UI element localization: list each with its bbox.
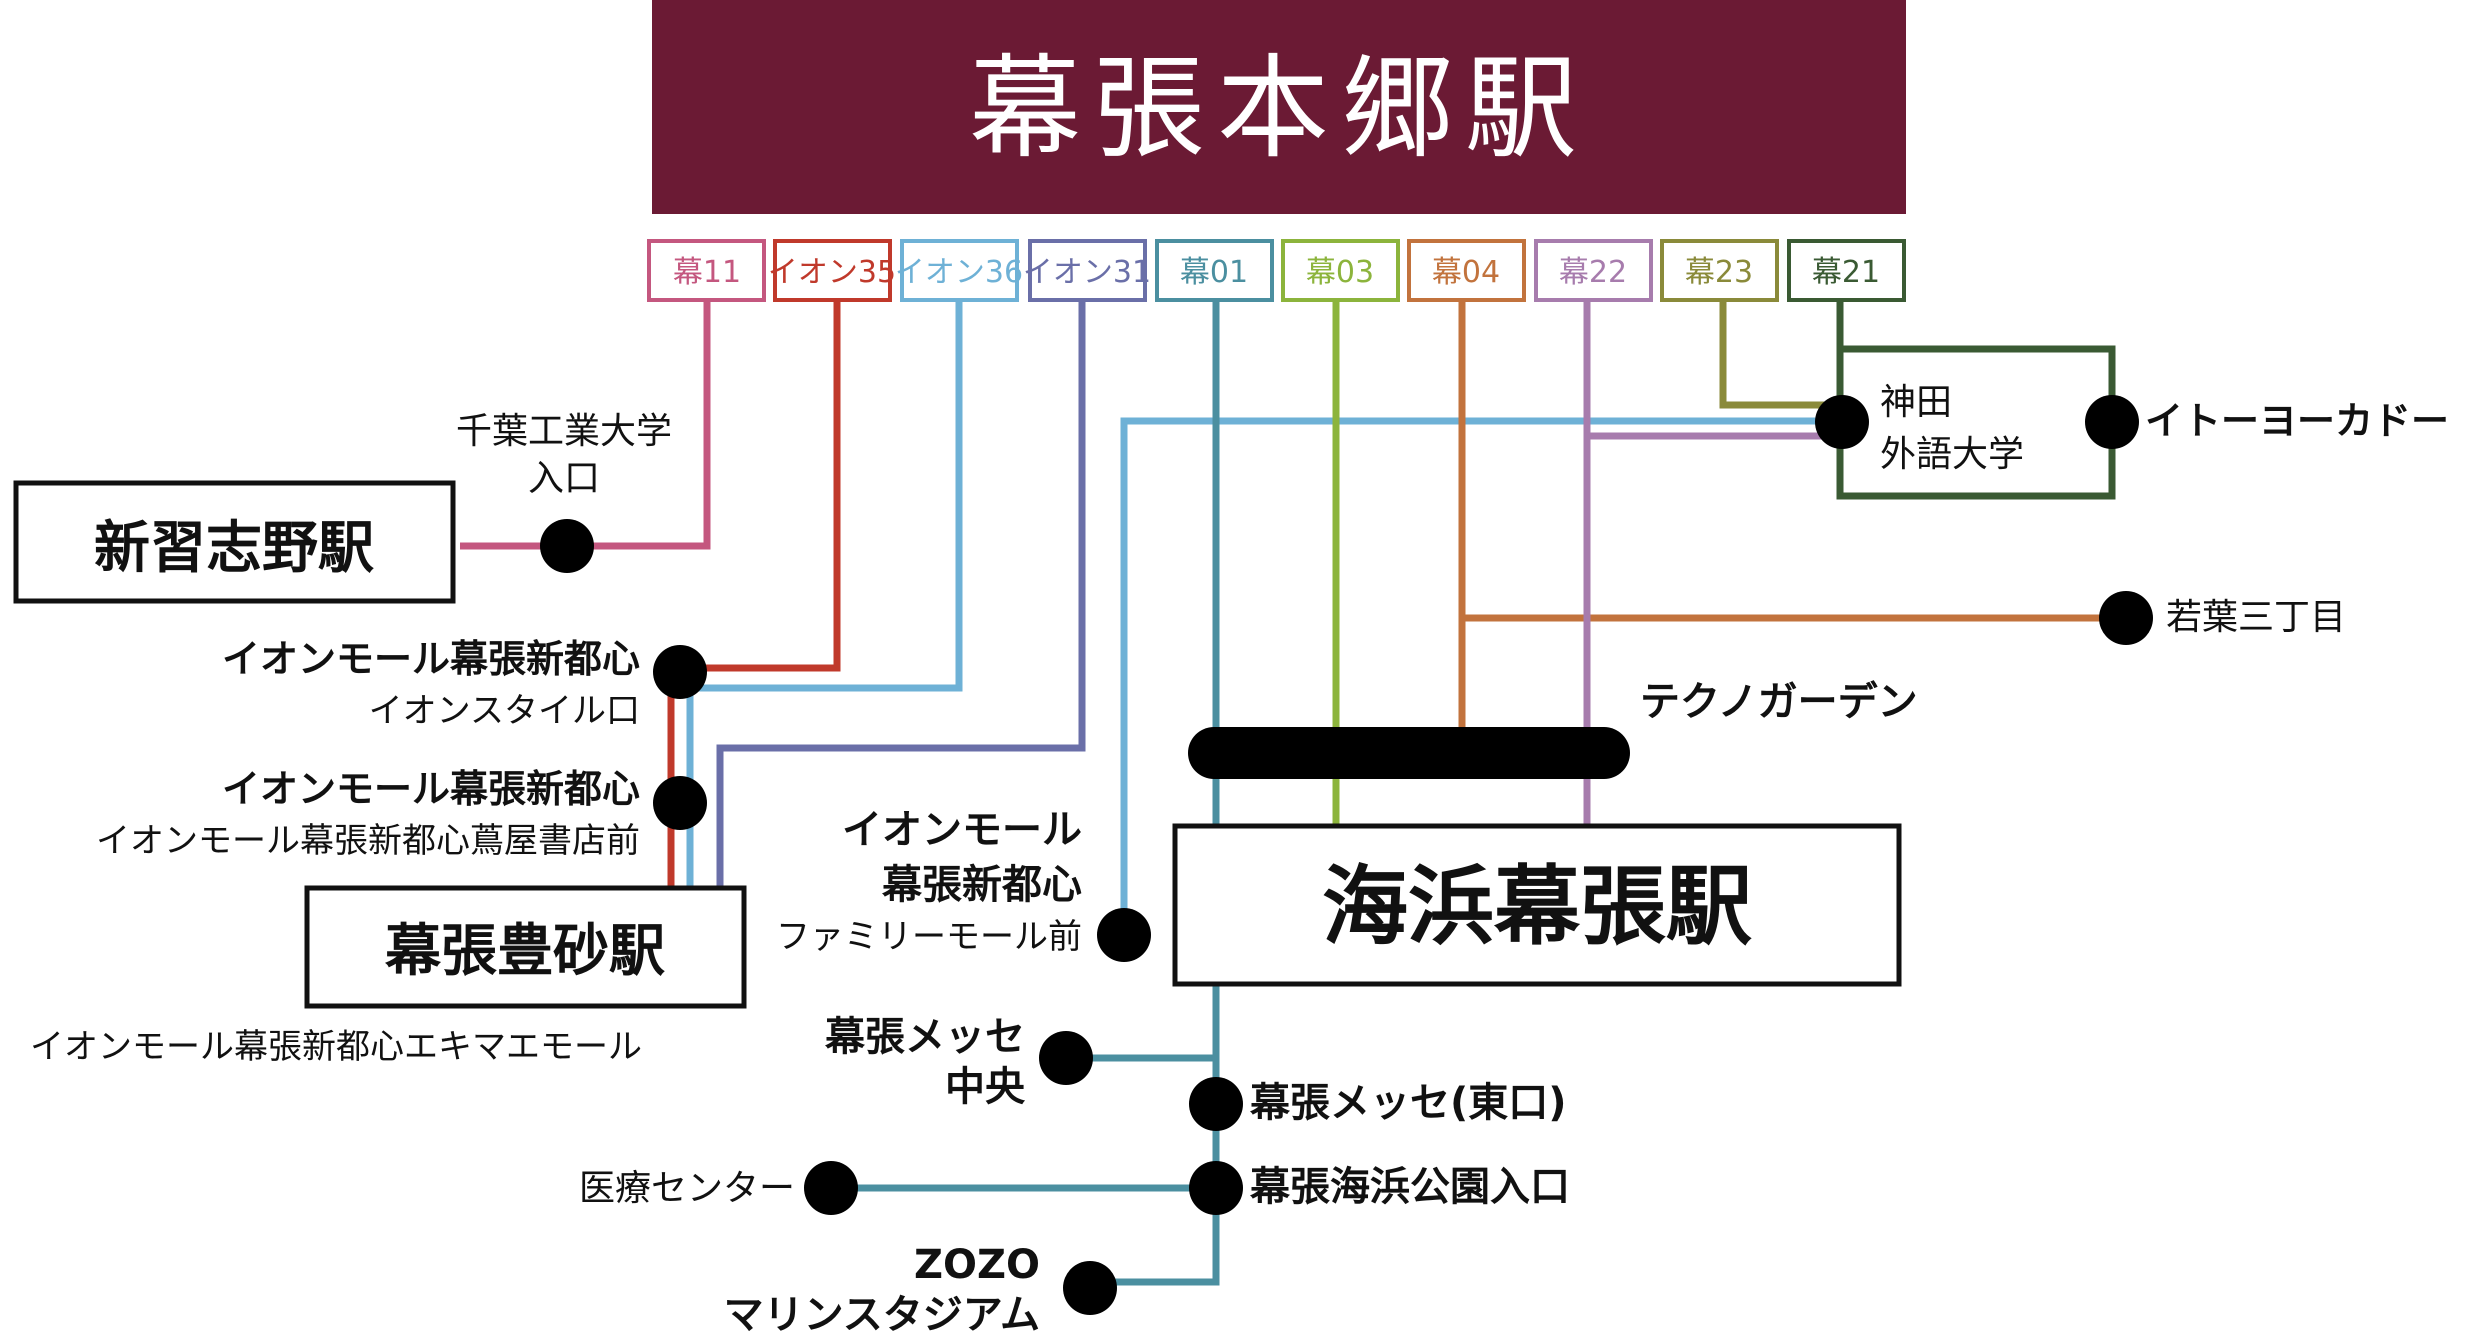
stop-label-zozo-1: ZOZO: [914, 1242, 1040, 1288]
stop-label-messe-chuo-2: 中央: [945, 1064, 1026, 1110]
stop-dot-kaihin-koen: [1189, 1161, 1243, 1215]
station-kaihin-makuhari: 海浜幕張駅: [1172, 823, 1902, 987]
route-label-r6: 幕03: [1281, 239, 1400, 302]
stop-label-kanda-2: 外語大学: [1880, 434, 2024, 475]
stop-dot-family-mall: [1097, 908, 1151, 962]
route-label-r8: 幕22: [1534, 239, 1653, 302]
route-label-r2: イオン35: [768, 239, 896, 302]
stop-dot-kanda: [1815, 395, 1869, 449]
stop-label-chiba-kodai-1: 千葉工業大学: [456, 411, 672, 452]
page-title: 幕張本郷駅: [969, 44, 1589, 174]
route-label-r4: イオン31: [1023, 239, 1151, 302]
svg-text:海浜幕張駅: 海浜幕張駅: [1322, 857, 1752, 957]
techno-garden-stop: [1188, 727, 1630, 779]
stop-label-kaihin-koen: 幕張海浜公園入口: [1249, 1164, 1570, 1210]
stop-label-messe-east: 幕張メッセ(東口): [1249, 1080, 1567, 1126]
stop-label-family-1: イオンモール: [842, 807, 1082, 853]
stop-dot-iryo: [804, 1161, 858, 1215]
stop-label-messe-chuo-1: 幕張メッセ: [824, 1014, 1025, 1060]
route-label-r1: 幕11: [647, 239, 766, 302]
stop-dot-aeon-tsutaya: [653, 776, 707, 830]
stop-label-ito-yokado: イトーヨーカドー: [2145, 399, 2449, 443]
route-label-r9: 幕23: [1660, 239, 1779, 302]
stop-label-family-3: ファミリーモール前: [776, 917, 1082, 957]
route-label-r5: 幕01: [1155, 239, 1274, 302]
svg-text:幕01: 幕01: [1180, 255, 1248, 290]
route-label-r7: 幕04: [1407, 239, 1526, 302]
route-label-r3: イオン36: [895, 239, 1023, 302]
header-banner: [652, 0, 1906, 214]
stop-label-wakaba: 若葉三丁目: [2166, 597, 2346, 638]
svg-text:幕03: 幕03: [1306, 255, 1374, 290]
svg-text:イオン31: イオン31: [1023, 255, 1151, 290]
svg-text:幕22: 幕22: [1559, 255, 1627, 290]
stop-label-techno: テクノガーデン: [1640, 679, 1918, 725]
station-shin-narashino: 新習志野駅: [13, 480, 456, 604]
stop-label-chiba-kodai-2: 入口: [528, 458, 600, 499]
stop-label-iryo: 医療センター: [579, 1168, 795, 1209]
stop-label-ekimae-mall: イオンモール幕張新都心エキマエモール: [30, 1027, 642, 1067]
stop-dot-messe-chuo: [1039, 1031, 1093, 1085]
route-line-r5-south: [1090, 985, 1220, 1286]
stop-label-aeon-tsutaya-2: イオンモール幕張新都心蔦屋書店前: [96, 821, 640, 861]
svg-text:幕23: 幕23: [1685, 255, 1753, 290]
stop-dot-aeon-style: [653, 645, 707, 699]
svg-text:新習志野駅: 新習志野駅: [94, 516, 374, 581]
stop-label-kanda-1: 神田: [1880, 382, 1952, 423]
stop-dot-ito-yokado: [2085, 395, 2139, 449]
station-makuhari-toyosuna: 幕張豊砂駅: [304, 885, 747, 1009]
stop-dot-chiba-kodai: [540, 519, 594, 573]
svg-text:幕張豊砂駅: 幕張豊砂駅: [384, 919, 665, 984]
svg-text:幕11: 幕11: [673, 255, 741, 290]
svg-text:幕04: 幕04: [1432, 255, 1500, 290]
svg-text:イオン36: イオン36: [895, 255, 1023, 290]
route-line-r4: [716, 300, 1086, 888]
route-line-r9: [1719, 300, 1830, 409]
stop-label-zozo-2: マリンスタジアム: [724, 1292, 1040, 1338]
stop-label-aeon-style-2: イオンスタイル口: [369, 691, 640, 731]
svg-text:イオン35: イオン35: [768, 255, 896, 290]
stop-label-aeon-style-1: イオンモール幕張新都心: [222, 637, 640, 681]
stop-label-family-2: 幕張新都心: [881, 862, 1082, 908]
stop-label-aeon-tsutaya-1: イオンモール幕張新都心: [222, 767, 640, 811]
stop-dot-zozo: [1063, 1261, 1117, 1315]
stop-dot-messe-east: [1189, 1077, 1243, 1131]
route-label-r10: 幕21: [1787, 239, 1906, 302]
svg-text:幕21: 幕21: [1812, 255, 1880, 290]
stop-dot-wakaba: [2099, 591, 2153, 645]
route-line-r3: [686, 300, 963, 888]
route-line-r3-branch: [1120, 417, 1830, 922]
